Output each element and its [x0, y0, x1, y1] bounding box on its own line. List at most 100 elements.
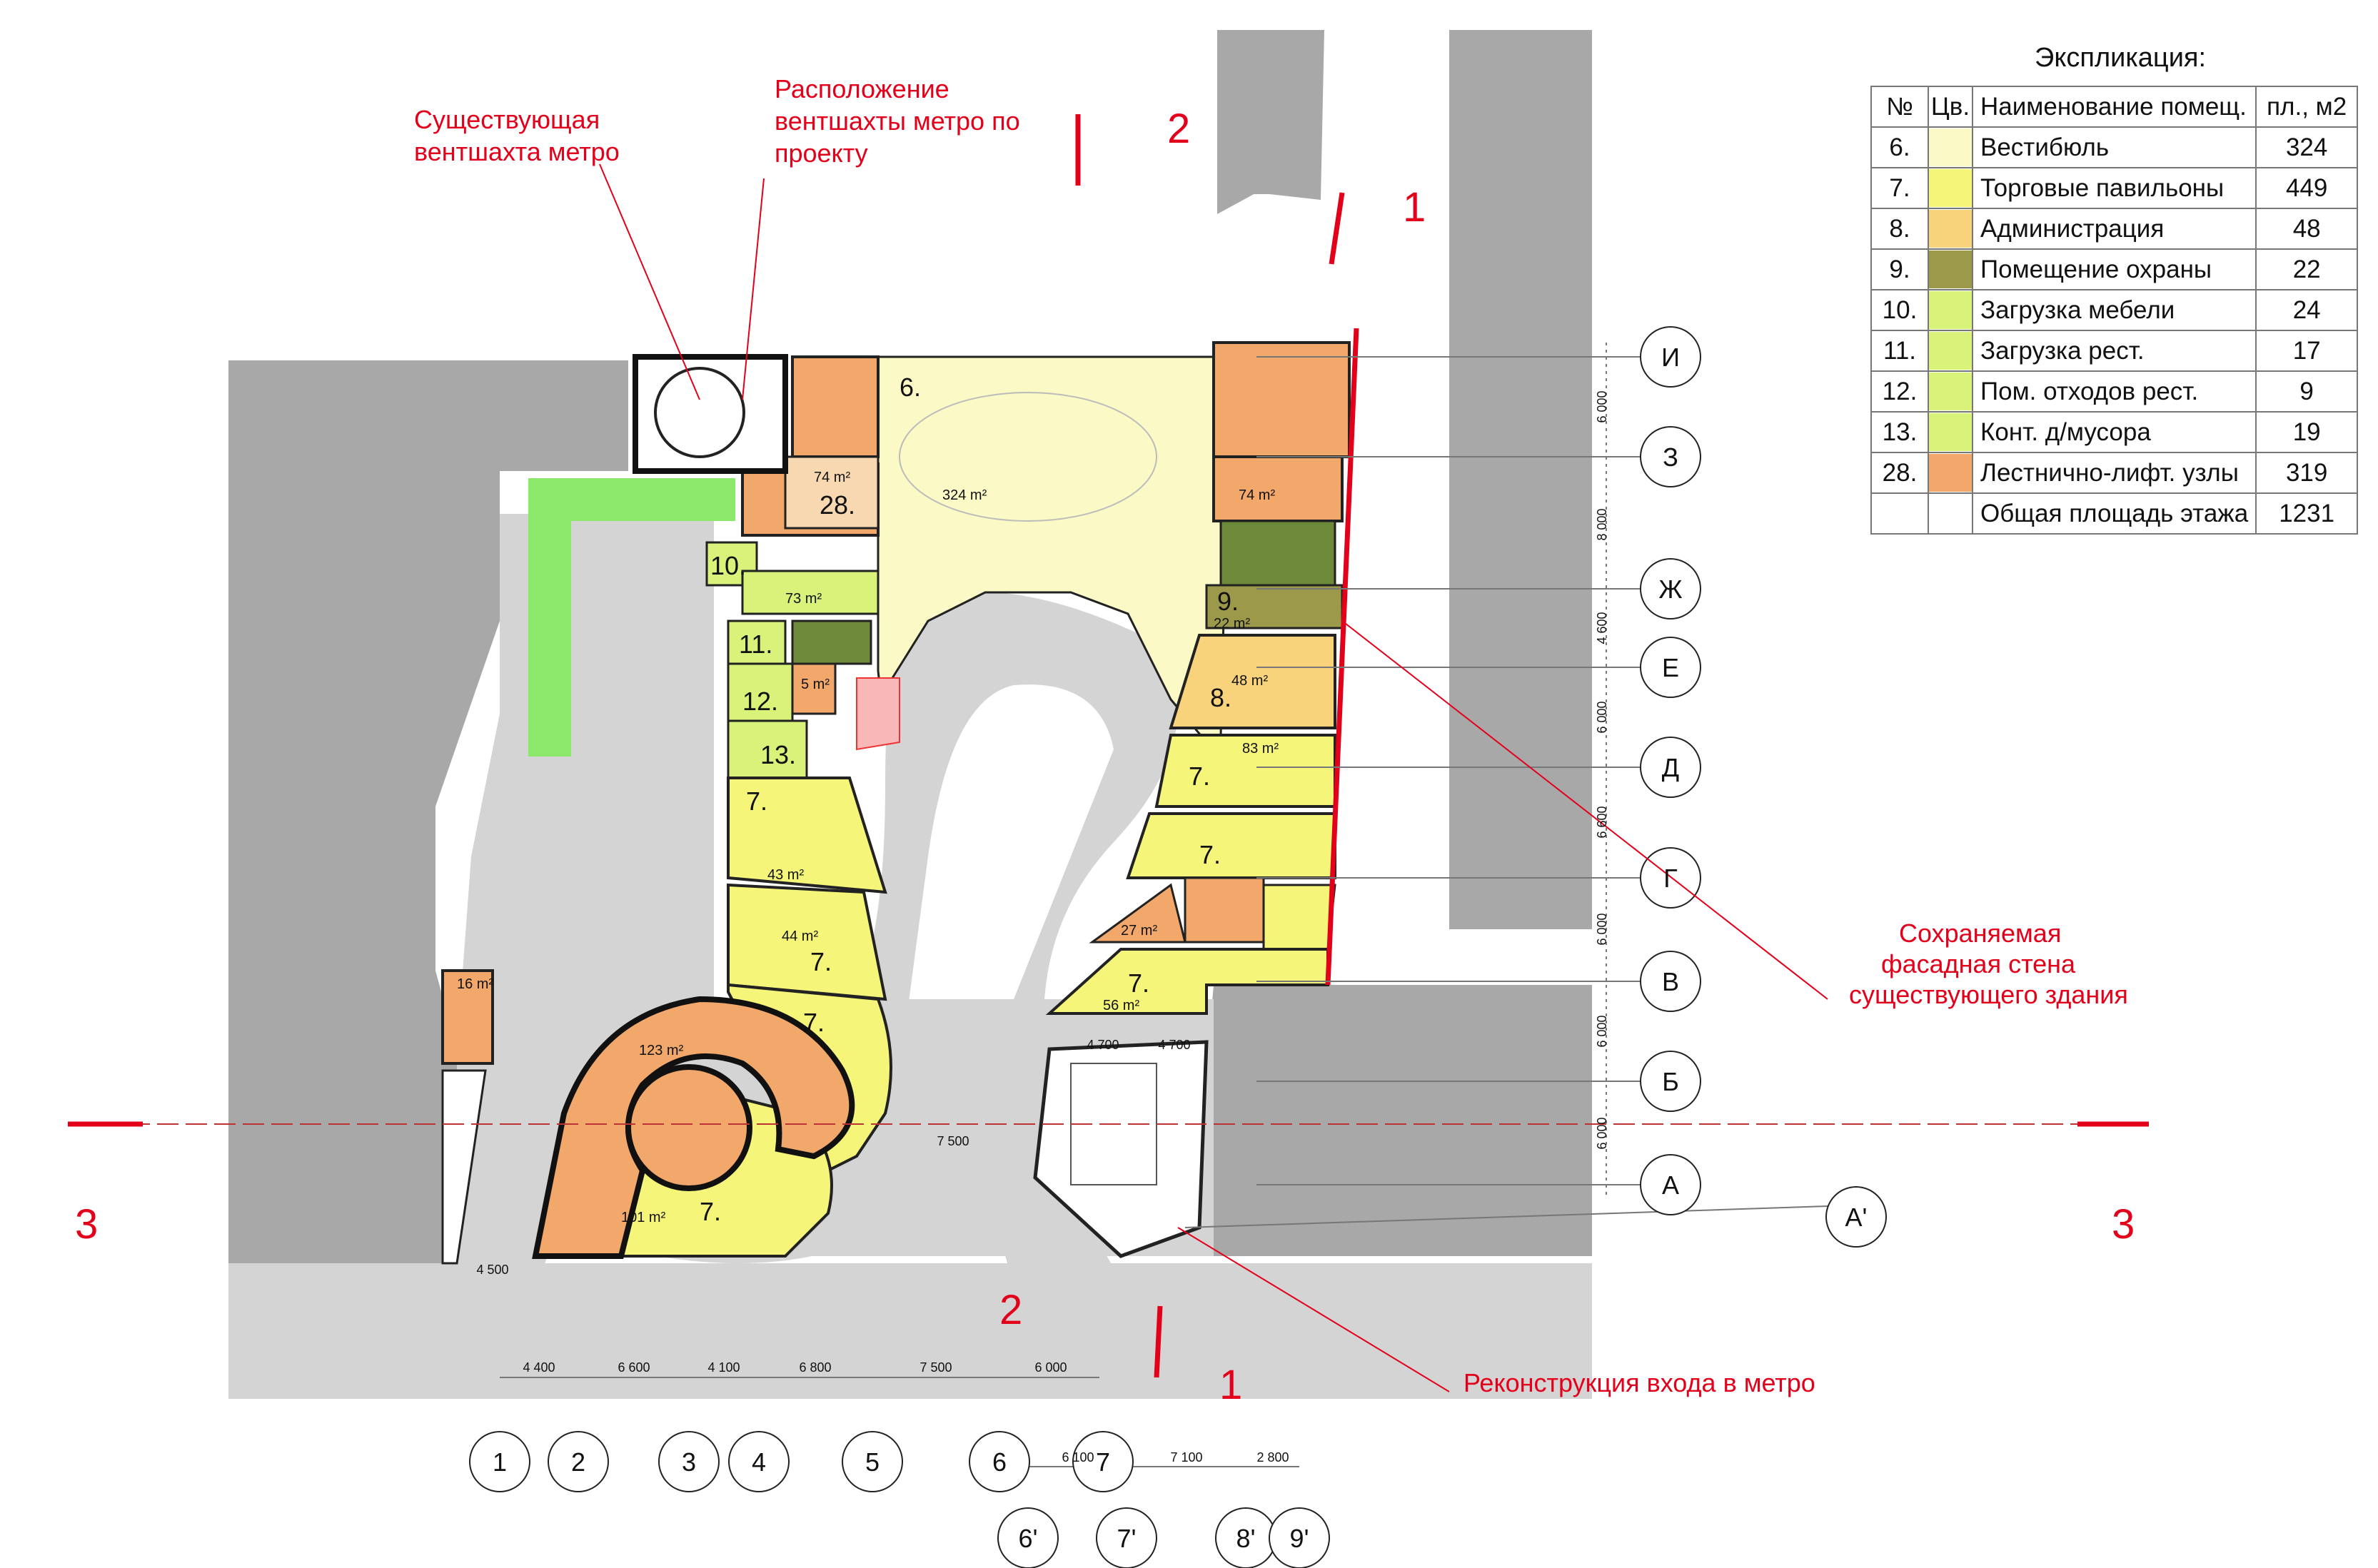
- axis-row-label: И: [1661, 343, 1680, 372]
- axis-row-label: Б: [1662, 1067, 1679, 1096]
- dim-col: 6 800: [799, 1360, 831, 1375]
- dim-prime: 6 100: [1062, 1450, 1094, 1465]
- axis-lines: [500, 343, 1828, 1467]
- dim-prime: 2 800: [1256, 1450, 1289, 1465]
- room-label-9: 9.: [1217, 587, 1239, 616]
- room-label-10: 10.: [710, 551, 746, 580]
- dim-row: 6 000: [1595, 1117, 1609, 1149]
- annotation-facade-1: Сохраняемая: [1899, 919, 2061, 948]
- row-color-swatch: [1928, 411, 1973, 453]
- annotation-projected-shaft-3: проекту: [775, 138, 868, 168]
- row-color-swatch: [1928, 452, 1973, 494]
- dim-row: 6 600: [1595, 806, 1609, 838]
- context-buildings: [228, 30, 1592, 1263]
- room-area-7a: 83 m²: [1242, 741, 1279, 757]
- room-9-left: [791, 619, 872, 665]
- annotation-projected-shaft-2: вентшахты метро по: [775, 106, 1020, 136]
- spiral-core: [625, 1064, 752, 1191]
- room-area-8: 48 m²: [1231, 673, 1268, 689]
- axis-col-label: 7: [1096, 1447, 1110, 1477]
- annotation-existing-shaft-1: Существующая: [414, 105, 600, 134]
- dim-misc: 4 700: [1158, 1038, 1190, 1052]
- axis-row-label: Е: [1662, 653, 1679, 682]
- dim-row: 6 000: [1595, 701, 1609, 733]
- dim-row: 6 000: [1595, 390, 1609, 423]
- room-16-stair: [441, 969, 494, 1065]
- room-area-27: 27 m²: [1121, 923, 1157, 939]
- axis-col-label: 5: [865, 1447, 880, 1477]
- axis-col-label: 2: [571, 1447, 585, 1477]
- annotation-projected-shaft-1: Расположение: [775, 74, 949, 103]
- dim-col: 4 100: [707, 1360, 740, 1375]
- row-num: 7.: [1870, 167, 1929, 209]
- dim-misc: 4 700: [1087, 1038, 1119, 1052]
- room-label-7: 7.: [1128, 968, 1149, 998]
- room-area-7d: 43 m²: [767, 867, 804, 883]
- room-label-7: 7.: [1189, 762, 1210, 791]
- explication-table: № Цв. Наименование помещ. пл., м2 6.Вест…: [1870, 86, 2359, 535]
- room-9-right: [1219, 520, 1336, 587]
- row-num: 6.: [1870, 126, 1929, 168]
- row-name: Администрация: [1971, 208, 2257, 250]
- row-area: 17: [2255, 330, 2359, 372]
- dim-misc: 4 500: [476, 1263, 508, 1277]
- dim-col: 4 400: [523, 1360, 555, 1375]
- room-28-right: [1212, 455, 1344, 522]
- dim-row: 6 000: [1595, 1015, 1609, 1047]
- dim-col: 6 000: [1034, 1360, 1067, 1375]
- facade-wall-line: [1325, 328, 1359, 986]
- room-7-left-a: [727, 777, 887, 894]
- row-color-swatch: [1928, 289, 1973, 331]
- row-name: Торговые павильоны: [1971, 167, 2257, 209]
- dim-row: 4 600: [1595, 612, 1609, 644]
- row-area: 22: [2255, 248, 2359, 290]
- header-name: Наименование помещ.: [1971, 86, 2257, 128]
- axis-col-label: 6: [992, 1447, 1007, 1477]
- total-name: Общая площадь этажа: [1971, 492, 2257, 535]
- axis-row-label: Г: [1663, 864, 1678, 893]
- row-name: Загрузка мебели: [1971, 289, 2257, 331]
- row-area: 24: [2255, 289, 2359, 331]
- section-label-3-left: 3: [75, 1201, 98, 1248]
- axis-row-label: А': [1845, 1203, 1868, 1232]
- annotation-existing-shaft-2: вентшахта метро: [414, 137, 620, 166]
- row-area: 19: [2255, 411, 2359, 453]
- room-area-16: 16 m²: [457, 976, 493, 992]
- row-num: 12.: [1870, 370, 1929, 413]
- row-color-swatch: [1928, 167, 1973, 209]
- metro-stair: [1033, 1040, 1209, 1258]
- explication-row: 11.Загрузка рест.17: [1870, 330, 2359, 372]
- row-area: 319: [2255, 452, 2359, 494]
- annotation-metro-entrance: Реконструкция входа в метро: [1463, 1368, 1815, 1397]
- section-label-2-top: 2: [1167, 106, 1190, 152]
- room-area-28: 74 m²: [814, 470, 850, 485]
- room-7-left-b: [727, 883, 887, 1001]
- annotation-facade-3: существующего здания: [1849, 980, 2128, 1009]
- explication-total-row: Общая площадь этажа 1231: [1870, 492, 2359, 535]
- section-label-1-top: 1: [1403, 184, 1426, 231]
- axis-col-label: 1: [493, 1447, 507, 1477]
- dim-row: 8 000: [1595, 508, 1609, 540]
- section-label-2-bottom: 2: [999, 1287, 1022, 1333]
- explication-title: Экспликация:: [2035, 43, 2207, 73]
- room-label-13: 13.: [760, 740, 796, 769]
- row-area: 48: [2255, 208, 2359, 250]
- dim-col: 7 500: [920, 1360, 952, 1375]
- room-11: [727, 619, 787, 665]
- dim-row: 6 000: [1595, 913, 1609, 945]
- room-label-12: 12.: [742, 687, 778, 716]
- row-num: 13.: [1870, 411, 1929, 453]
- dim-prime: 7 100: [1170, 1450, 1202, 1465]
- axis-col-prime-label: 8': [1236, 1524, 1256, 1553]
- row-name: Вестибюль: [1971, 126, 2257, 168]
- header-num: №: [1870, 86, 1929, 128]
- row-name: Загрузка рест.: [1971, 330, 2257, 372]
- building-floor: [441, 328, 1359, 1265]
- room-28-stair-left: [791, 355, 880, 458]
- room-area-7e: 44 m²: [782, 929, 818, 944]
- section-label-3-right: 3: [2112, 1201, 2135, 1248]
